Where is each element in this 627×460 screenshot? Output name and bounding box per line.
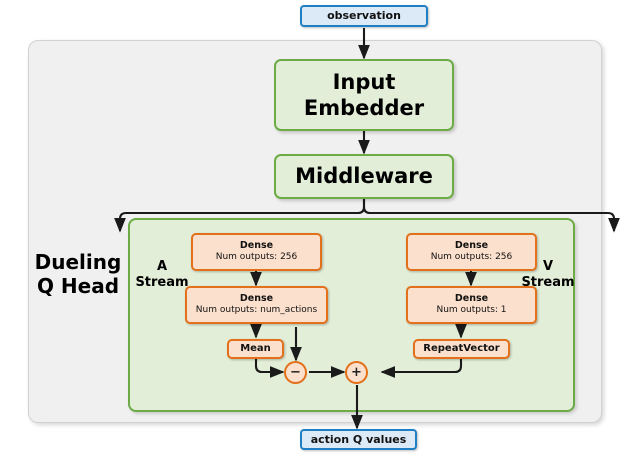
- add-operator-node[interactable]: +: [345, 361, 368, 384]
- v-stream-dense-256-node[interactable]: Dense Num outputs: 256: [406, 233, 537, 271]
- a-stream-dense-num-actions-title: Dense: [239, 293, 274, 305]
- repeat-vector-node[interactable]: RepeatVector: [413, 339, 510, 359]
- v-stream-dense-1-node[interactable]: Dense Num outputs: 1: [406, 286, 537, 324]
- a-stream-label: A Stream: [134, 259, 190, 290]
- v-stream-label-line1: V: [542, 259, 554, 274]
- observation-node[interactable]: observation: [300, 5, 428, 27]
- action-q-values-node[interactable]: action Q values: [300, 429, 417, 450]
- input-embedder-node[interactable]: Input Embedder: [274, 59, 454, 131]
- v-stream-label: V Stream: [520, 259, 576, 290]
- v-stream-label-line2: Stream: [521, 274, 575, 290]
- input-embedder-label: Input Embedder: [303, 69, 425, 120]
- v-stream-dense-256-title: Dense: [454, 240, 489, 252]
- a-stream-dense-256-title: Dense: [239, 240, 274, 252]
- a-stream-label-line1: A: [156, 259, 168, 274]
- a-stream-dense-num-actions-node[interactable]: Dense Num outputs: num_actions: [185, 286, 328, 324]
- v-stream-dense-1-title: Dense: [454, 293, 489, 305]
- repeat-vector-label: RepeatVector: [423, 342, 500, 354]
- a-stream-dense-256-subtitle: Num outputs: 256: [215, 252, 298, 263]
- mean-node[interactable]: Mean: [227, 339, 284, 359]
- a-stream-dense-num-actions-subtitle: Num outputs: num_actions: [195, 305, 318, 316]
- mean-label: Mean: [240, 342, 271, 354]
- observation-label: observation: [327, 9, 401, 23]
- middleware-node[interactable]: Middleware: [274, 154, 454, 199]
- a-stream-dense-256-node[interactable]: Dense Num outputs: 256: [191, 233, 322, 271]
- middleware-label: Middleware: [295, 164, 433, 189]
- subtract-operator-symbol: −: [290, 365, 301, 380]
- dueling-q-head-label: Dueling Q Head: [34, 250, 122, 298]
- action-q-values-label: action Q values: [310, 432, 407, 446]
- v-stream-dense-256-subtitle: Num outputs: 256: [430, 252, 513, 263]
- a-stream-label-line2: Stream: [135, 274, 189, 290]
- v-stream-dense-1-subtitle: Num outputs: 1: [436, 305, 507, 316]
- subtract-operator-node[interactable]: −: [284, 361, 307, 384]
- add-operator-symbol: +: [351, 365, 362, 380]
